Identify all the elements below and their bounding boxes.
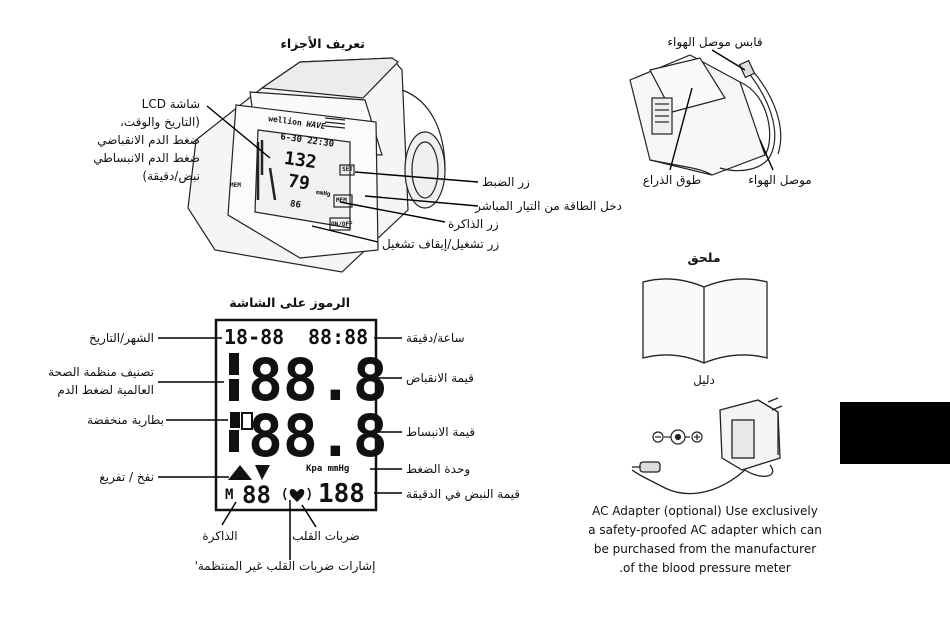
adapter-text-line1: AC Adapter (optional) Use exclusively [592, 504, 818, 518]
label-lcd-screen-line2: (التاريخ والوقت، [119, 115, 200, 129]
polarity-symbol [652, 429, 703, 445]
heading-appendix: ملحق [687, 250, 721, 265]
label-irregular-heartbeat: إشارات ضربات القلب غير المنتظمة' [194, 559, 376, 573]
label-set-button: زر الضبط [482, 175, 530, 189]
label-hour-minute: ساعة/دقيقة [406, 331, 465, 345]
cuff-leader-lines [669, 49, 774, 171]
lcd-mem-digits: 88 [242, 481, 271, 509]
label-heartbeat: ضربات القلب [292, 529, 360, 543]
lcd-sys-digits: 88.8 [248, 346, 388, 414]
label-pulse-per-minute: قيمة النبض في الدقيقة [406, 487, 520, 501]
adapter-text-line4: .of the blood pressure meter [619, 561, 791, 575]
cuff-illustration [629, 54, 782, 176]
device-mem-indicator: MEM [230, 182, 241, 189]
section-tab [840, 402, 950, 464]
label-lcd-screen-line1: شاشة LCD [141, 97, 200, 111]
adapter-illustration [631, 397, 783, 495]
lcd-date-digits: 18-88 [224, 325, 285, 349]
label-power-button: زر تشغيل/إيقاف تشغيل [382, 237, 500, 251]
label-arm-cuff: طوق الذراع [642, 173, 702, 187]
heading-parts: تعريف الأجزاء [280, 36, 365, 51]
lcd-mem-letter: M [225, 487, 234, 503]
label-manual: دليل [693, 373, 715, 387]
lcd-pressure-unit: Kpa mmHg [306, 464, 350, 474]
lcd-symbol-diagram [214, 318, 378, 512]
label-dc-input: دخل الطاقة من التيار المباشر [475, 199, 622, 213]
lcd-leader-lines [158, 337, 402, 560]
device-mem-key[interactable]: MEM [336, 197, 347, 204]
label-who-class-line1: تصنيف منظمة الصحة [48, 365, 154, 379]
lcd-time-digits: 88:88 [308, 325, 369, 349]
manual-illustration [642, 278, 768, 364]
label-memory-button: زر الذاكرة [448, 217, 499, 231]
label-lcd-screen-line3: ضغط الدم الانقباضي [97, 133, 200, 147]
lcd-dia-digits: 88.8 [248, 402, 388, 470]
monitor-leader-lines [206, 105, 479, 243]
label-connector-plug: قابس موصل الهواء [667, 35, 763, 49]
device-dia-value: 79 [286, 170, 312, 195]
adapter-text-line3: be purchased from the manufacturer [593, 542, 817, 556]
label-systolic: قيمة الانقباض [406, 371, 474, 385]
device-pulse-value: 86 [289, 199, 302, 211]
label-low-battery: بطارية منخفضة [87, 413, 164, 427]
label-diastolic: قيمة الانبساط [406, 425, 476, 439]
label-lcd-screen-line5: نبض/دقيقة) [142, 169, 200, 183]
heading-screen-symbols: الرموز على الشاشة [229, 295, 350, 310]
label-memory: الذاكرة [202, 529, 238, 543]
device-sys-value: 132 [282, 147, 318, 174]
label-inflate-deflate: نفخ / تفريغ [99, 470, 154, 484]
lcd-pulse-digits: 188 [318, 479, 365, 509]
device-power-key[interactable]: ON/OFF [331, 221, 353, 228]
label-pressure-unit: وحدة الضغط [406, 462, 471, 476]
label-month-date: الشهر/التاريخ [88, 331, 154, 345]
label-who-class-line2: العالمية لضغط الدم [57, 383, 154, 397]
device-set-key[interactable]: SET [342, 166, 353, 173]
adapter-text-line2: a safety-proofed AC adapter which can [588, 523, 822, 537]
monitor-illustration [187, 57, 446, 273]
label-air-tube: موصل الهواء [748, 173, 812, 187]
label-lcd-screen-line4: ضغط الدم الانبساطي [93, 151, 200, 165]
